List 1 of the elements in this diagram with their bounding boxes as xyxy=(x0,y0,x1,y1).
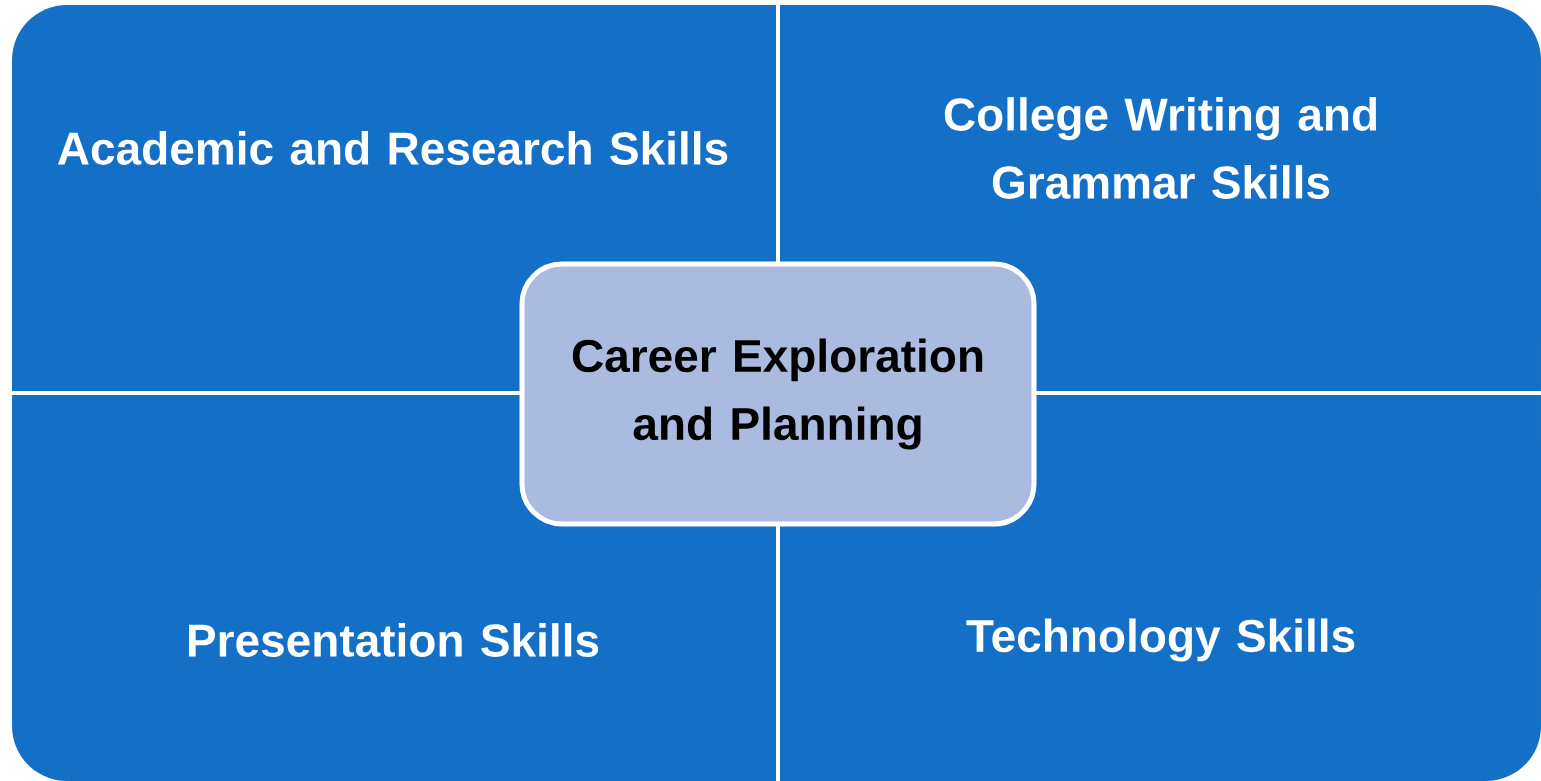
center-box: Career Exploration and Planning xyxy=(519,261,1037,527)
